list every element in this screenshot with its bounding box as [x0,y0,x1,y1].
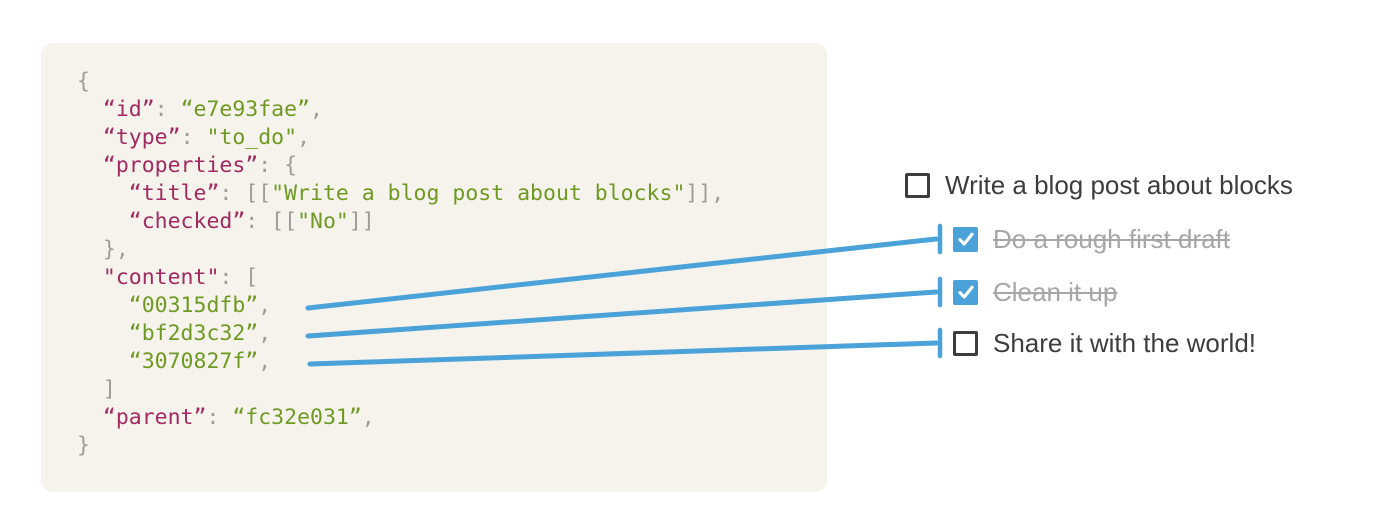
json-key: "content" [102,265,220,290]
todo-item-label: Clean it up [993,276,1118,307]
json-punctuation: : [[ [219,181,272,206]
json-punctuation: , [297,125,311,150]
json-punctuation: , [310,97,323,122]
todo-item-label: Do a rough first draft [993,223,1230,254]
json-punctuation [77,153,103,178]
json-punctuation [77,125,103,150]
json-key: “properties” [102,153,259,178]
json-key: “parent” [102,405,207,430]
code-line: “type”: "to_do", [77,124,724,152]
json-punctuation: : [180,125,207,150]
json-punctuation: : { [258,153,298,178]
json-code: { “id”: “e7e93fae”, “type”: "to_do", “pr… [77,68,724,460]
json-string: "No" [297,209,349,234]
todo-checkbox[interactable] [953,226,978,252]
todo-checkbox[interactable] [953,330,978,356]
code-line: “properties”: { [77,152,724,180]
code-line: “bf2d3c32”, [77,320,724,348]
json-key: “id” [102,97,155,122]
code-line: “parent”: “fc32e031”, [77,404,724,432]
json-punctuation [77,97,103,122]
json-punctuation: , [258,293,272,318]
json-punctuation: : [ [219,265,259,290]
json-punctuation [77,209,129,234]
todo-item: Clean it up [953,276,1118,307]
json-punctuation: }, [77,237,129,262]
todo-item-label: Share it with the world! [993,327,1257,358]
json-key: “type” [102,125,181,150]
json-punctuation [77,321,129,346]
json-punctuation [77,405,103,430]
json-punctuation: : [206,405,233,430]
code-line: “title”: [["Write a blog post about bloc… [77,180,724,208]
code-line: “00315dfb”, [77,292,724,320]
json-punctuation [77,265,103,290]
json-punctuation [77,293,129,318]
code-line: “3070827f”, [77,348,724,376]
todo-checkbox[interactable] [905,172,930,198]
code-line: ] [77,376,724,404]
json-punctuation: ]], [685,181,725,206]
todo-item-label: Write a blog post about blocks [945,169,1293,200]
json-key: “checked” [128,209,246,234]
json-string: "to_do" [206,125,298,150]
checkmark-icon [957,285,974,299]
json-string: "Write a blog post about blocks" [271,181,686,206]
json-string: “3070827f” [128,349,259,374]
code-line: “id”: “e7e93fae”, [77,96,724,124]
checkmark-icon [957,232,974,246]
json-punctuation: : [154,97,181,122]
todo-item: Share it with the world! [953,327,1257,358]
json-code-panel: { “id”: “e7e93fae”, “type”: "to_do", “pr… [41,43,827,492]
json-punctuation: , [258,349,272,374]
code-line: “checked”: [["No"]] [77,208,724,236]
todo-checkbox[interactable] [953,279,978,305]
json-string: “00315dfb” [128,293,259,318]
json-string: “bf2d3c32” [128,321,259,346]
json-key: “title” [128,181,220,206]
json-punctuation: : [[ [245,209,298,234]
code-line: }, [77,236,724,264]
code-line: "content": [ [77,264,724,292]
json-punctuation: , [258,321,272,346]
json-punctuation: ] [77,377,116,402]
code-line: } [77,432,724,460]
code-line: { [77,68,724,96]
json-punctuation: ]] [348,209,375,234]
json-punctuation: , [361,405,375,430]
json-punctuation [77,181,129,206]
json-string: “fc32e031” [232,405,362,430]
json-string: “e7e93fae” [180,97,311,122]
todo-item: Do a rough first draft [953,223,1230,254]
json-punctuation: { [77,69,90,94]
json-punctuation [77,349,129,374]
todo-item: Write a blog post about blocks [905,169,1293,200]
json-punctuation: } [77,433,90,458]
